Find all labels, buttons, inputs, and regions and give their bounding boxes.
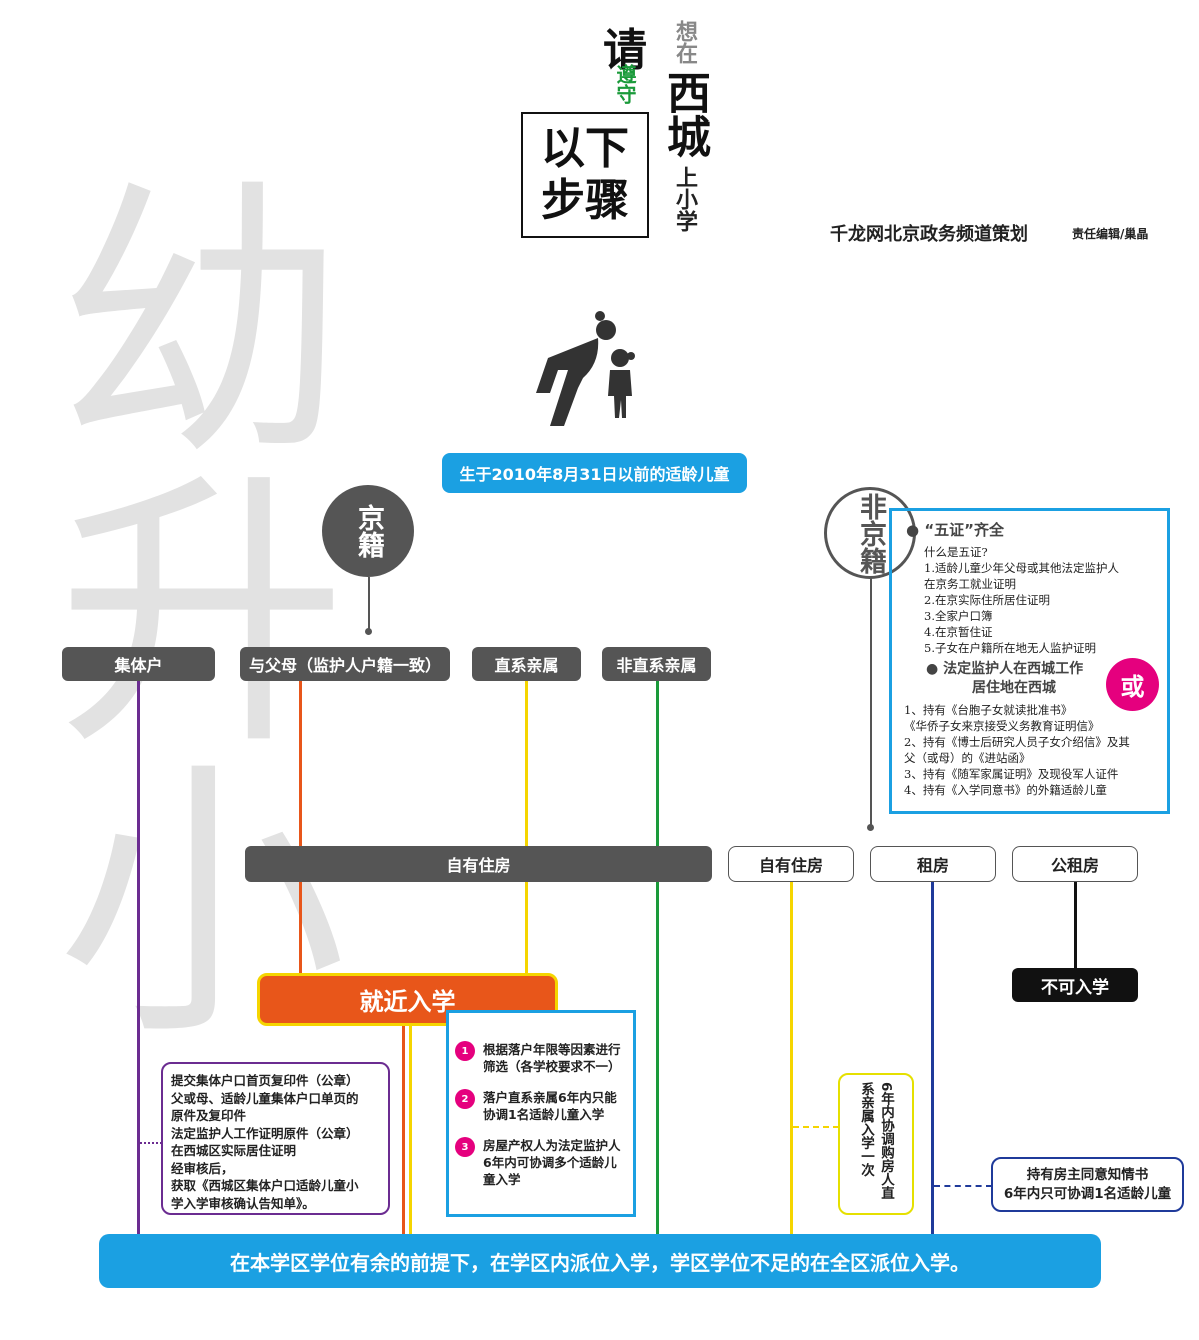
title-steps-box: 以下 步骤: [521, 112, 649, 238]
title-please: 请: [603, 25, 647, 76]
own-house-note: 6年内协调购房人直系亲属入学一次: [838, 1073, 914, 1215]
category-direct-relatives: 直系亲属: [472, 647, 581, 681]
connector-dot: [867, 824, 874, 831]
category-nondirect-relatives: 非直系亲属: [602, 647, 711, 681]
beijing-own-house: 自有住房: [245, 846, 712, 882]
collective-note: 提交集体户口首页复印件（公章）父或母、适龄儿童集体户口单页的原件及复印件法定监护…: [161, 1062, 390, 1215]
connector: [368, 577, 370, 629]
title-xicheng: 西城: [659, 70, 710, 158]
line-direct: [525, 680, 528, 975]
line-own-house: [790, 880, 793, 1235]
non-beijing-public-rent: 公租房: [1012, 846, 1138, 882]
connector-dot: [365, 628, 372, 635]
connector: [870, 578, 872, 826]
non-beijing-requirements: ● “五证”齐全 什么是五证?1.适龄儿童少年父母或其他法定监护人在京务工就业证…: [889, 508, 1170, 814]
line-rent: [931, 880, 934, 1235]
no-enroll-badge: 不可入学: [1012, 968, 1138, 1002]
parent-child-icon: [536, 311, 635, 426]
line-nearby-orange: [402, 1025, 405, 1235]
line-nondirect: [656, 680, 659, 1235]
title-steps-1: 以下: [541, 123, 629, 174]
connector: [934, 1185, 992, 1187]
non-beijing-own-house: 自有住房: [728, 846, 854, 882]
line-nearby-yellow: [409, 1025, 412, 1235]
watermark: 幼升小: [7, 170, 344, 1040]
title-want: 想在: [672, 20, 697, 64]
non-beijing-circle: 非京籍: [824, 487, 916, 579]
title-obey: 遵守: [613, 64, 637, 104]
line-collective: [137, 680, 140, 1235]
footer-banner: 在本学区学位有余的前提下，在学区内派位入学，学区学位不足的在全区派位入学。: [99, 1234, 1101, 1288]
line-parents: [299, 680, 302, 975]
title-steps-2: 步骤: [541, 175, 629, 226]
credit-editor: 责任编辑/巢晶: [1072, 227, 1149, 241]
beijing-circle: 京籍: [322, 485, 414, 577]
connector: [793, 1126, 839, 1128]
non-beijing-rent: 租房: [870, 846, 996, 882]
eligibility-banner: 生于2010年8月31日以前的适龄儿童: [442, 453, 747, 493]
category-parents: 与父母（监护人户籍一致）: [240, 647, 450, 681]
line-public-rent: [1074, 880, 1077, 970]
connector: [140, 1142, 162, 1144]
category-collective: 集体户: [62, 647, 215, 681]
credit-org: 千龙网北京政务频道策划: [830, 224, 1028, 245]
or-badge: 或: [1106, 658, 1159, 711]
title-school: 上小学: [672, 166, 697, 232]
